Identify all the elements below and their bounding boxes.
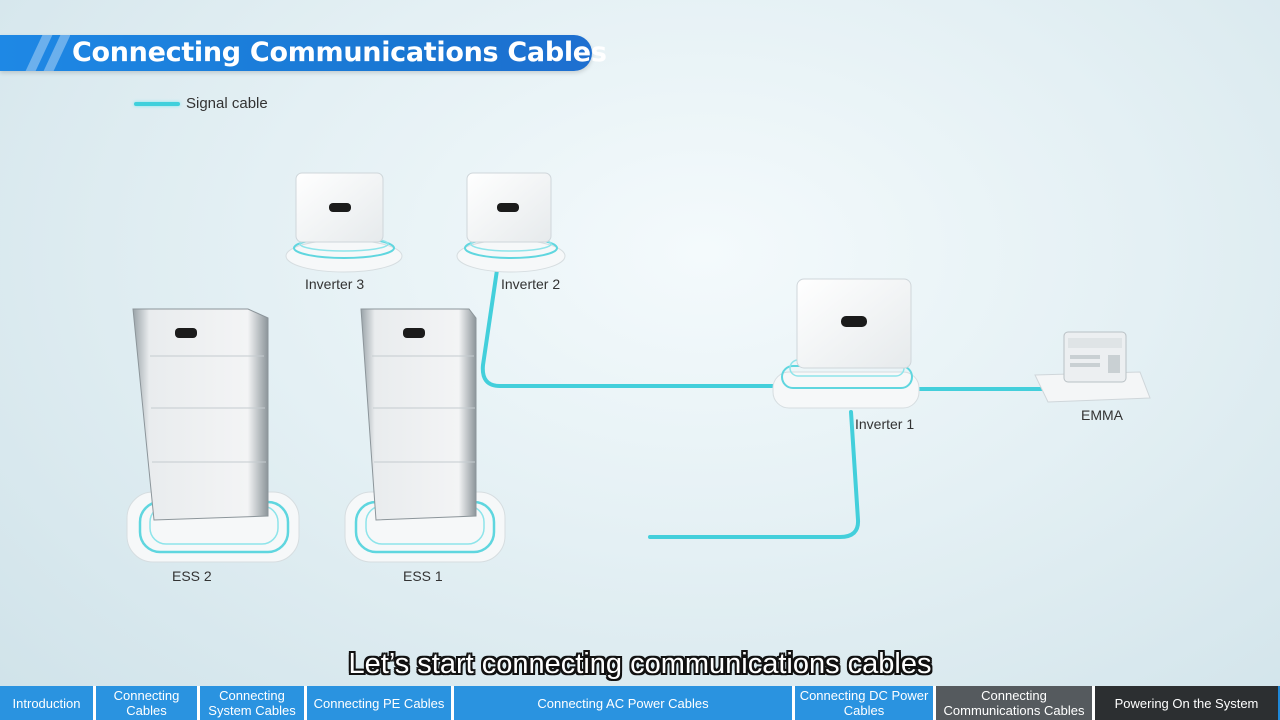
inverter-1-device: [772, 278, 920, 409]
ess-1-device: [344, 308, 506, 563]
label-ess-2: ESS 2: [172, 568, 212, 584]
label-inverter-1: Inverter 1: [855, 416, 915, 432]
label-emma: EMMA: [1081, 407, 1123, 423]
chapter-connecting-ac-power-cables[interactable]: Connecting AC Power Cables: [454, 686, 795, 720]
chapter-powering-on-the-system[interactable]: Powering On the System: [1095, 686, 1278, 720]
chapter-connecting-cables[interactable]: Connecting Cables: [96, 686, 200, 720]
chapter-connecting-system-cables[interactable]: Connecting System Cables: [200, 686, 307, 720]
signal-cables: [480, 268, 1047, 539]
title-banner: Connecting Communications Cables: [0, 35, 607, 71]
label-inverter-2: Inverter 2: [501, 276, 561, 292]
chapter-connecting-pe-cables[interactable]: Connecting PE Cables: [307, 686, 454, 720]
emma-device: [1034, 331, 1151, 403]
signal-cable-legend-line: [134, 102, 180, 106]
cable-inverter2-to-inverter1: [480, 268, 782, 388]
title-stripes: [0, 35, 70, 71]
inverter-3-device: [285, 172, 403, 273]
cable-inverter1-down: [648, 410, 861, 539]
chapter-nav: Introduction Connecting Cables Connectin…: [0, 686, 1280, 720]
label-inverter-3: Inverter 3: [305, 276, 365, 292]
chapter-introduction[interactable]: Introduction: [0, 686, 96, 720]
video-subtitle: Let’s start connecting communications ca…: [348, 648, 932, 680]
ess-2-device: [126, 308, 300, 563]
chapter-connecting-communications-cables[interactable]: Connecting Communications Cables: [936, 686, 1095, 720]
chapter-connecting-dc-power-cables[interactable]: Connecting DC Power Cables: [795, 686, 936, 720]
page-title: Connecting Communications Cables: [72, 37, 607, 68]
legend-label: Signal cable: [186, 95, 268, 112]
label-ess-1: ESS 1: [403, 568, 443, 584]
inverter-2-device: [456, 172, 566, 273]
